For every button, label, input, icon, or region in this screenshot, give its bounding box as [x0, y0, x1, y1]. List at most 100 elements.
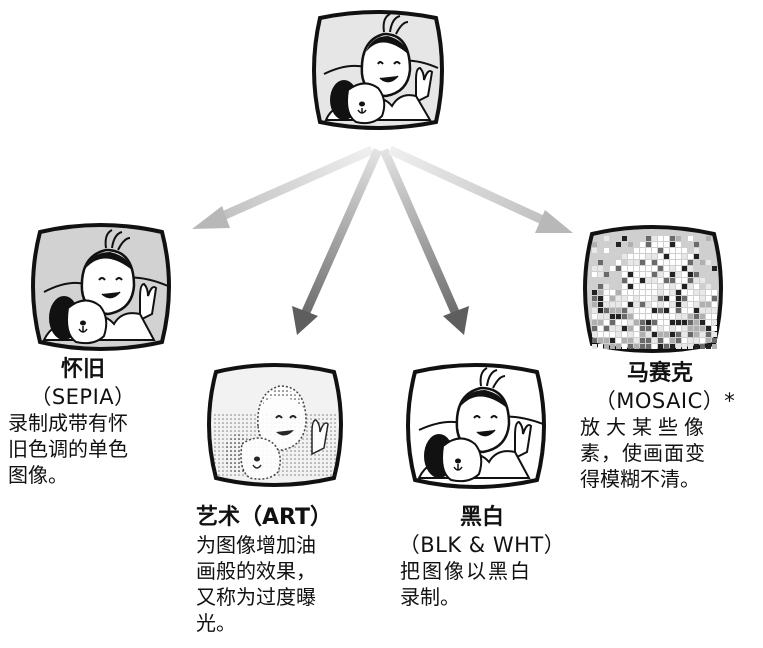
mosaic-pixel [640, 248, 645, 253]
mosaic-pixel [616, 320, 621, 325]
mosaic-pixel [646, 254, 651, 259]
mosaic-pixel [622, 272, 627, 277]
mosaic-pixel [634, 296, 639, 301]
mosaic-pixel [628, 326, 633, 331]
description-line: 放大某些像 [580, 414, 710, 439]
mosaic-pixel [646, 284, 651, 289]
mosaic-pixel [676, 248, 681, 253]
mosaic-pixel [670, 290, 675, 295]
tv-original [312, 10, 444, 130]
mosaic-pixel [664, 278, 669, 283]
mosaic-pixel [622, 284, 627, 289]
effect-title: 黑白 [459, 505, 504, 530]
mosaic-pixel [634, 338, 639, 343]
mosaic-pixel [694, 278, 699, 283]
mosaic-pixel [664, 248, 669, 253]
mosaic-pixel [664, 260, 669, 265]
mosaic-pixel [592, 314, 597, 319]
mosaic-pixel [676, 272, 681, 277]
mosaic-pixel [670, 242, 675, 247]
mosaic-pixel [676, 236, 681, 241]
mosaic-pixel [652, 284, 657, 289]
mosaic-pixel [682, 248, 687, 253]
mosaic-pixel [658, 254, 663, 259]
mosaic-pixel [658, 278, 663, 283]
mosaic-pixel [598, 332, 603, 337]
mosaic-pixel [634, 320, 639, 325]
description-line: 又称为过度曝 [196, 584, 316, 609]
mosaic-pixel [706, 290, 711, 295]
mosaic-pixel [616, 242, 621, 247]
mosaic-pixel [682, 344, 687, 349]
mosaic-pixel [616, 302, 621, 307]
mosaic-pixel [634, 326, 639, 331]
mosaic-pixel [688, 290, 693, 295]
mosaic-pixel [646, 332, 651, 337]
mosaic-pixel [706, 320, 711, 325]
mosaic-pixel [682, 284, 687, 289]
mosaic-pixel [652, 272, 657, 277]
mosaic-pixel [652, 308, 657, 313]
mosaic-pixel [682, 266, 687, 271]
mosaic-pixel [664, 242, 669, 247]
mosaic-pixel [694, 302, 699, 307]
mosaic-pixel [688, 266, 693, 271]
mosaic-pixel [598, 314, 603, 319]
mosaic-pixel [604, 332, 609, 337]
mosaic-pixel [688, 320, 693, 325]
mosaic-pixel [634, 272, 639, 277]
mosaic-pixel [664, 236, 669, 241]
mosaic-pixel [712, 266, 717, 271]
girl-with-dog-icon [224, 385, 329, 480]
mosaic-pixel [664, 254, 669, 259]
mosaic-pixel [646, 236, 651, 241]
girl-with-dog-icon [42, 229, 158, 345]
mosaic-pixel [628, 272, 633, 277]
mosaic-pixel [688, 344, 693, 349]
mosaic-pixel [682, 326, 687, 331]
mosaic-pixel [670, 236, 675, 241]
mosaic-pixel [652, 326, 657, 331]
caption-art: 艺术（ART） 为图像增加油 画般的效果， 又称为过度曝 光。 [196, 504, 376, 636]
mosaic-pixel [628, 320, 633, 325]
mosaic-pixel [706, 284, 711, 289]
mosaic-pixel [598, 308, 603, 313]
mosaic-pixel [670, 278, 675, 283]
mosaic-pixel [706, 302, 711, 307]
mosaic-pixel [700, 302, 705, 307]
mosaic-pixel [640, 296, 645, 301]
mosaic-pixel [676, 278, 681, 283]
mosaic-pixel [700, 332, 705, 337]
effect-description: 为图像增加油 画般的效果， 又称为过度曝 光。 [196, 532, 376, 636]
tv-art [207, 363, 343, 487]
description-line: 录制。 [400, 584, 460, 609]
arrow-to-mosaic [388, 145, 573, 233]
mosaic-pixel [592, 266, 597, 271]
mosaic-pixel [628, 296, 633, 301]
mosaic-pixel [646, 338, 651, 343]
mosaic-pixel [634, 290, 639, 295]
mosaic-pixel [640, 338, 645, 343]
mosaic-pixel [658, 314, 663, 319]
description-line: 图像。 [8, 462, 68, 487]
effect-subtitle: （SEPIA） [30, 384, 136, 409]
description-line: 光。 [196, 610, 236, 635]
mosaic-pixel [646, 308, 651, 313]
mosaic-pixel [616, 326, 621, 331]
mosaic-pixel [634, 344, 639, 349]
mosaic-pixel [646, 266, 651, 271]
mosaic-pixel [634, 308, 639, 313]
mosaic-pixel [688, 260, 693, 265]
description-line: 素，使画面变 [580, 440, 706, 465]
mosaic-pixel [658, 332, 663, 337]
description-line: 为图像增加油 [196, 532, 316, 557]
arrow-to-sepia [192, 145, 374, 229]
mosaic-pixel [604, 344, 609, 349]
mosaic-pixel [664, 314, 669, 319]
mosaic-pixel [676, 296, 681, 301]
mosaic-pixel [652, 254, 657, 259]
mosaic-pixel [664, 320, 669, 325]
mosaic-pixel [664, 332, 669, 337]
mosaic-pixel [628, 290, 633, 295]
mosaic-pixel [598, 338, 603, 343]
